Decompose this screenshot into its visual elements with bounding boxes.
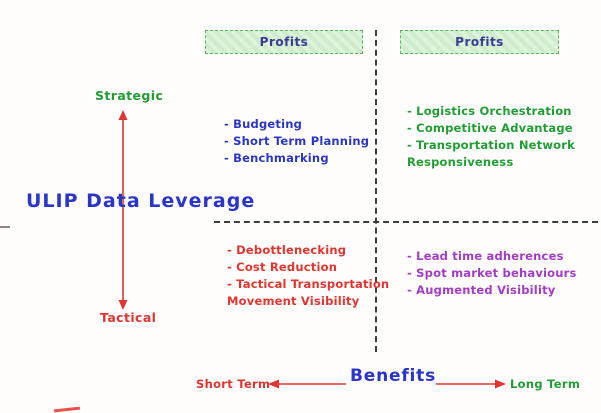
- list-item: - Budgeting: [224, 117, 303, 131]
- vertical-axis-bottom-label: Tactical: [100, 310, 157, 325]
- diagram-title: ULIP Data Leverage: [26, 190, 256, 212]
- horizontal-axis-title: Benefits: [350, 366, 436, 386]
- profits-header-left: Profits: [205, 30, 363, 54]
- list-item: - Augmented Visibility: [407, 283, 556, 297]
- left-edge-dash-mark: [0, 226, 10, 228]
- list-item: - Logistics Orchestration: [407, 104, 572, 118]
- quadrant-divider-vertical: [375, 30, 377, 352]
- list-item: - Lead time adherences: [407, 249, 564, 263]
- horizontal-axis-left-arrow: [268, 379, 346, 389]
- bottom-edge-red-mark: [53, 406, 81, 413]
- vertical-axis-arrow: [118, 110, 128, 310]
- horizontal-axis-left-label: Short Term: [196, 377, 271, 391]
- list-item: - Debottlenecking: [227, 243, 347, 257]
- quadrant-top-right-list: - Logistics Orchestration - Competitive …: [407, 103, 592, 171]
- profits-header-right: Profits: [400, 30, 559, 54]
- quadrant-bottom-right-list: - Lead time adherences - Spot market beh…: [407, 248, 597, 299]
- horizontal-axis-right-label: Long Term: [510, 377, 581, 391]
- quadrant-bottom-left-list: - Debottlenecking - Cost Reduction - Tac…: [227, 242, 402, 310]
- horizontal-axis-right-arrow: [436, 379, 506, 389]
- list-item: - Cost Reduction: [227, 260, 338, 274]
- quadrant-divider-horizontal: [214, 221, 598, 223]
- list-item: - Transportation Network Responsiveness: [407, 138, 575, 169]
- list-item: - Short Term Planning: [224, 134, 370, 148]
- quadrant-top-left-list: - Budgeting - Short Term Planning - Benc…: [224, 116, 389, 167]
- list-item: - Benchmarking: [224, 151, 329, 165]
- list-item: - Tactical Transportation Movement Visib…: [227, 277, 390, 308]
- vertical-axis-top-label: Strategic: [95, 88, 164, 103]
- list-item: - Competitive Advantage: [407, 121, 573, 135]
- list-item: - Spot market behaviours: [407, 266, 577, 280]
